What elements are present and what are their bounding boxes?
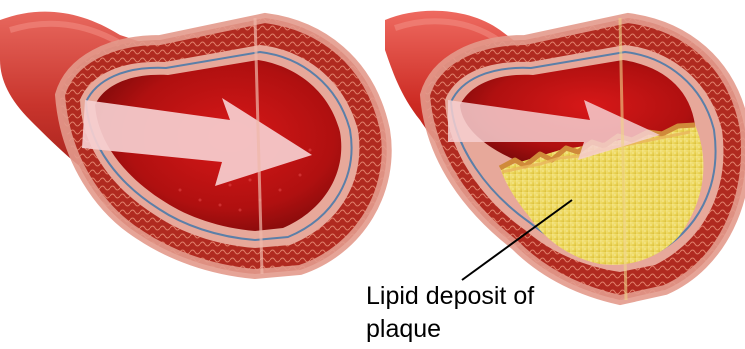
healthy-artery [0, 12, 387, 274]
narrowed-artery [385, 11, 745, 300]
plaque-callout-label: Lipid deposit of plaque [366, 280, 606, 346]
